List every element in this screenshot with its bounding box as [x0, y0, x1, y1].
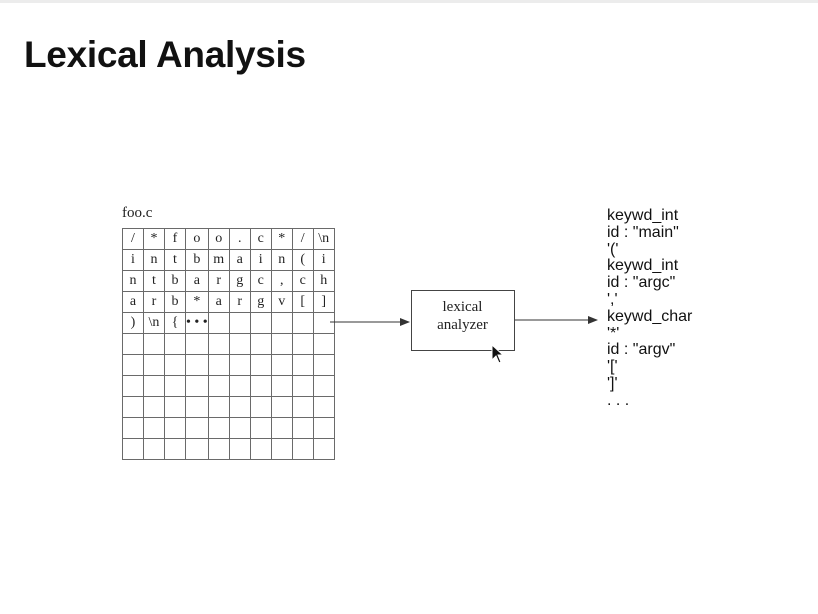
- top-bar: [0, 0, 818, 3]
- analyzer-line-1: lexical: [442, 299, 483, 315]
- grid-row: [122, 417, 335, 439]
- token-item: id : "main": [607, 223, 679, 241]
- grid-cell: • • •: [185, 312, 209, 334]
- token-item: '*': [607, 324, 620, 342]
- token-item: keywd_int: [607, 257, 679, 275]
- token-item: ',': [607, 290, 618, 308]
- source-file-name: foo.c: [122, 205, 153, 221]
- lexical-analyzer-label: lexical analyzer: [411, 298, 514, 334]
- grid-row: [122, 375, 335, 397]
- token-item: id : "argv": [607, 341, 676, 359]
- token-item: '(': [607, 240, 619, 258]
- token-item: . . .: [607, 391, 630, 409]
- grid-row: )\n{• • •: [122, 312, 335, 334]
- token-item: '[': [607, 358, 618, 376]
- lexical-analyzer-box: [411, 290, 515, 351]
- token-item: ']': [607, 374, 618, 392]
- grid-cell: [312, 438, 335, 460]
- mouse-cursor-icon: [491, 343, 505, 364]
- slide-title: Lexical Analysis: [24, 34, 306, 75]
- token-item: id : "argc": [607, 274, 676, 292]
- grid-row: [122, 438, 335, 460]
- token-item: keywd_int: [607, 207, 679, 224]
- analyzer-line-2: analyzer: [437, 317, 488, 333]
- token-item: keywd_char: [607, 307, 693, 325]
- grid-cell: [164, 438, 186, 460]
